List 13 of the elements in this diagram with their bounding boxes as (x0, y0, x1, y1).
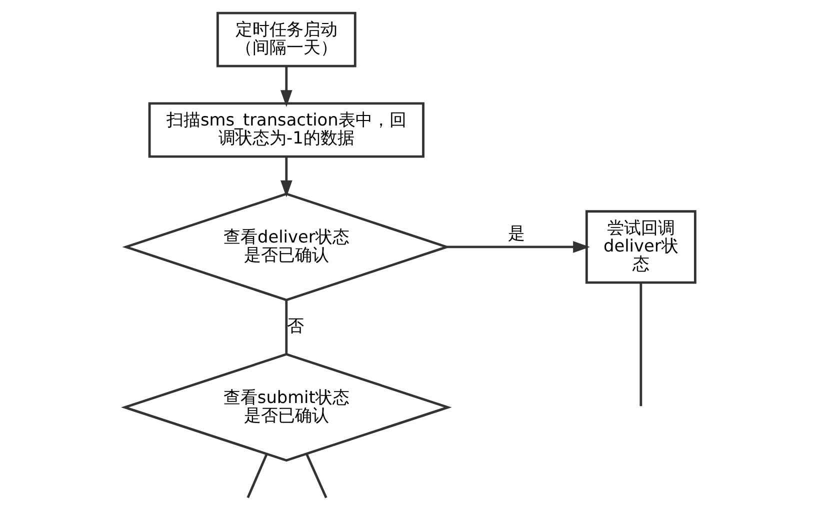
connector (246, 454, 268, 498)
arrow (447, 241, 590, 253)
arrow (280, 156, 292, 198)
node-box: 扫描sms_transaction表中，回调状态为-1的数据 (148, 102, 424, 158)
edge-label: 否 (286, 316, 304, 336)
connector (306, 454, 328, 498)
node-box: 尝试回调deliver状态 (585, 210, 696, 284)
node-box: 定时任务启动（间隔一天） (216, 12, 356, 68)
node-diamond: 查看submit状态是否已确认 (120, 353, 452, 462)
connector (285, 300, 288, 354)
arrow (280, 66, 292, 108)
edge-label: 是 (508, 222, 526, 243)
connector (640, 282, 642, 406)
